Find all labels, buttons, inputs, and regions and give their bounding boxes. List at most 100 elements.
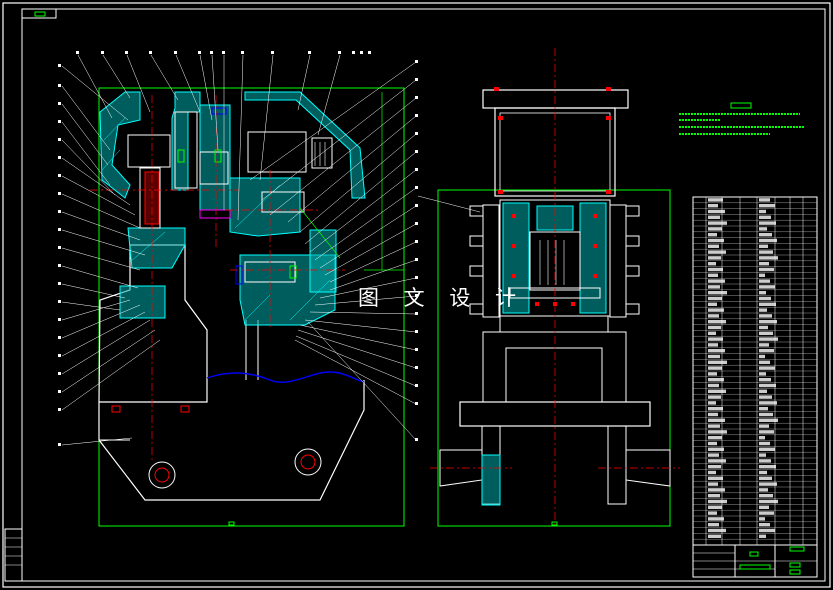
parts-list-row-mark [708, 465, 721, 469]
parts-list-row-mark [759, 517, 765, 521]
parts-list-row-mark [708, 418, 725, 422]
parts-list-row-mark [708, 320, 726, 324]
binding-strip [4, 528, 23, 582]
parts-list-row-mark [708, 262, 716, 266]
parts-list-row-mark [708, 366, 722, 370]
parts-list-row-mark [759, 430, 774, 434]
parts-list-row-mark [759, 447, 775, 451]
parts-list-row-mark [708, 308, 724, 312]
parts-list-row-mark [708, 291, 727, 295]
parts-list-row-mark [759, 436, 765, 440]
parts-list-row-mark [759, 470, 767, 475]
parts-list-row-mark [708, 447, 724, 451]
parts-list-row-mark [708, 204, 718, 208]
parts-list-row-mark [708, 505, 722, 509]
parts-list-row-mark [708, 256, 721, 260]
parts-list-row-mark [759, 523, 770, 527]
parts-list-row-mark [759, 366, 775, 370]
side-view [417, 48, 680, 527]
parts-list-row-mark [759, 198, 770, 202]
parts-list-row-mark [708, 267, 723, 272]
parts-list-row-mark [708, 430, 727, 434]
parts-list-row-mark [759, 418, 778, 422]
parts-list-row-mark [708, 372, 717, 376]
parts-list-row-mark [759, 453, 766, 457]
parts-list-row-mark [708, 528, 726, 533]
parts-list-row-mark [759, 331, 773, 335]
parts-list-row-mark [708, 314, 719, 318]
parts-list-row-mark [708, 238, 724, 243]
parts-list-row-mark [759, 279, 770, 283]
parts-list-row-mark [708, 273, 718, 277]
parts-list-row-mark [759, 494, 773, 498]
parts-list-row-mark [708, 279, 725, 283]
parts-list-row-mark [708, 233, 717, 237]
drawing-number-box [21, 8, 57, 19]
parts-list-row-mark [759, 389, 767, 393]
parts-list-row-mark [759, 302, 776, 306]
parts-list-row-mark [708, 534, 721, 538]
parts-list-row-mark [708, 517, 724, 521]
parts-list-row-mark [759, 378, 771, 382]
parts-list-row-mark [759, 349, 774, 353]
parts-list-row-mark [759, 244, 768, 248]
parts-list-row-mark [708, 285, 720, 289]
parts-list-row-mark [759, 291, 766, 295]
parts-list-row-mark [759, 296, 771, 301]
parts-list-row-mark [708, 343, 718, 347]
parts-list-row-mark [708, 360, 727, 364]
parts-list-row-mark [759, 227, 767, 231]
parts-list-row-mark [759, 238, 777, 243]
parts-list-row-mark [759, 395, 772, 399]
parts-list-row-mark [759, 320, 777, 324]
parts-list-row-mark [708, 227, 722, 231]
parts-list-row-mark [708, 209, 725, 214]
parts-list-row-mark [708, 383, 719, 388]
parts-list-row-mark [708, 349, 725, 353]
parts-list-row-mark [708, 401, 716, 405]
parts-list-row-mark [759, 233, 772, 237]
parts-list-row-mark [759, 482, 777, 486]
parts-list-row-mark [759, 273, 765, 277]
parts-list-row-mark [759, 383, 776, 388]
parts-list-row-mark [708, 302, 717, 306]
parts-list-row-mark [759, 441, 770, 446]
parts-list-row-mark [708, 407, 723, 411]
parts-list-row-mark [759, 343, 769, 347]
parts-list-row-mark [708, 378, 724, 382]
parts-list-row-mark [708, 250, 726, 254]
parts-list-table [692, 196, 818, 546]
parts-list-row-mark [759, 412, 773, 417]
parts-list-row-mark [708, 221, 727, 225]
parts-list-row-mark [759, 250, 773, 254]
parts-list-row-mark [759, 459, 771, 463]
parts-list-row-mark [759, 256, 778, 260]
title-block [692, 544, 818, 578]
parts-list-row-mark [708, 523, 719, 527]
parts-list-row-mark [759, 337, 778, 341]
parts-list-row-mark [759, 476, 772, 480]
parts-list-row-mark [759, 308, 767, 312]
parts-list-row-mark [708, 215, 720, 219]
parts-list-row-mark [708, 424, 720, 428]
parts-list-row-mark [759, 360, 770, 364]
parts-list-row-mark [759, 401, 777, 405]
parts-list-row-mark [759, 267, 774, 272]
parts-list-row-mark [708, 389, 726, 393]
parts-list-row-mark [708, 198, 723, 202]
parts-list-row-mark [759, 505, 769, 509]
parts-list-row-mark [759, 407, 768, 411]
parts-list-row-mark [708, 441, 717, 446]
parts-list-row-mark [759, 511, 774, 515]
parts-list-row-mark [708, 395, 721, 399]
parts-list-row-mark [759, 215, 771, 219]
parts-list-row-mark [759, 528, 775, 533]
parts-list-row-mark [708, 244, 719, 248]
parts-list-row-mark [759, 314, 772, 318]
parts-list-row-mark [708, 331, 716, 335]
parts-list-row-mark [759, 488, 768, 492]
parts-list-row-mark [759, 372, 766, 376]
parts-list-row-mark [708, 436, 722, 440]
